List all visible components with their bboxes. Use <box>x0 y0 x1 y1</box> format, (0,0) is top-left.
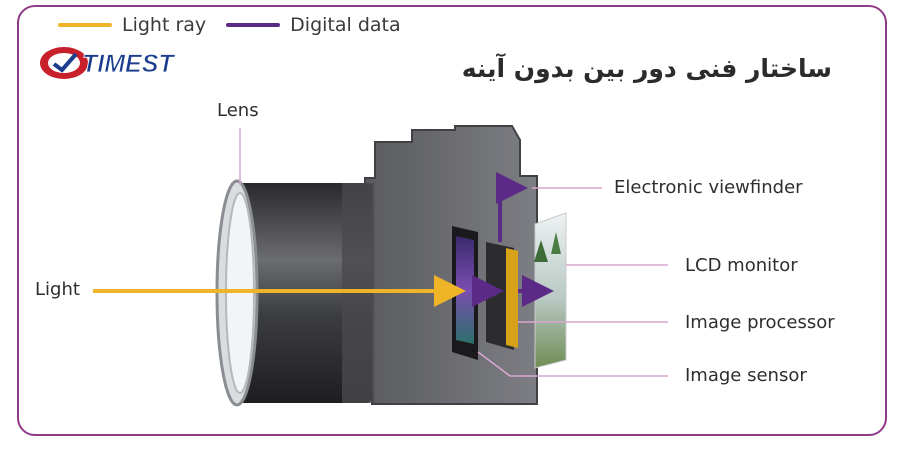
logo-check-icon <box>52 52 78 73</box>
label-image-sensor: Image sensor <box>685 365 807 386</box>
timest-logo: TIMEST <box>40 47 177 79</box>
leader-sensor <box>477 351 668 377</box>
legend-item-light-ray: Light ray <box>58 14 206 36</box>
page-title: ساختار فنی دور بین بدون آینه <box>461 54 832 83</box>
legend: Light ray Digital data <box>58 14 411 36</box>
logo-text: TIMEST <box>82 50 176 78</box>
label-lens: Lens <box>217 100 259 121</box>
label-light: Light <box>35 279 80 300</box>
legend-swatch-digital-data <box>226 23 281 27</box>
image-processor <box>486 242 518 350</box>
label-lcd-monitor: LCD monitor <box>685 255 798 276</box>
legend-label-digital-data: Digital data <box>290 14 401 36</box>
digital-arrow-processor-to-evf <box>496 172 528 242</box>
label-electronic-viewfinder: Electronic viewfinder <box>614 177 803 198</box>
legend-swatch-light-ray <box>58 23 112 27</box>
label-image-processor: Image processor <box>685 312 835 333</box>
legend-item-digital-data: Digital data <box>226 14 401 36</box>
legend-label-light-ray: Light ray <box>122 14 207 36</box>
